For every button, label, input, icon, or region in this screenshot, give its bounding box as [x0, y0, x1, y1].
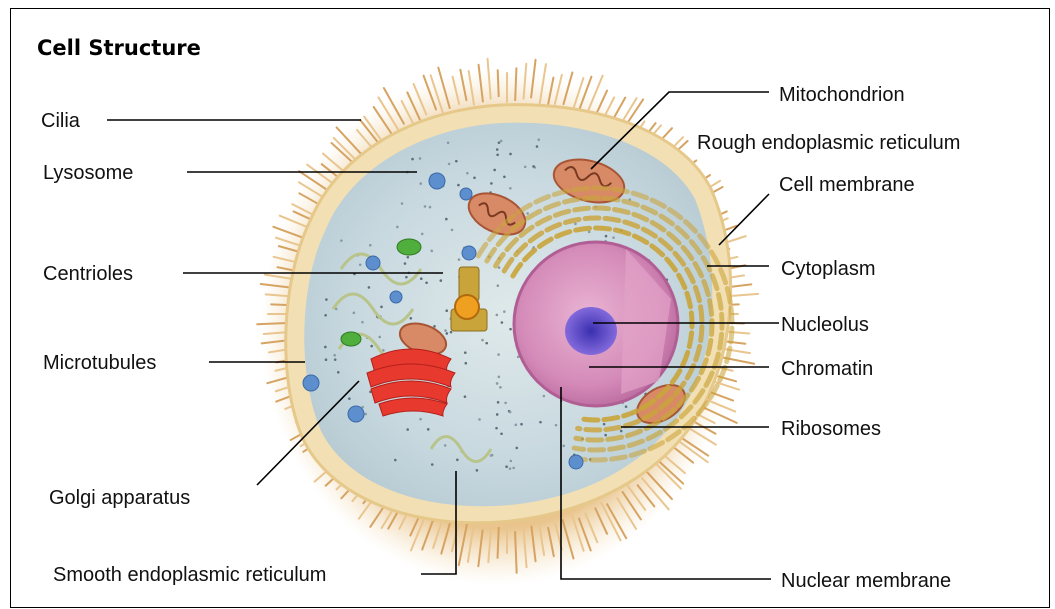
nucleus-shape [514, 242, 678, 406]
page-title: Cell Structure [37, 36, 201, 60]
label-mitochondrion: Mitochondrion [779, 84, 905, 106]
label-ribosomes: Ribosomes [781, 418, 881, 440]
label-golgi-apparatus: Golgi apparatus [49, 487, 190, 509]
label-centrioles: Centrioles [43, 263, 133, 285]
label-smooth-er: Smooth endoplasmic reticulum [53, 564, 326, 586]
nucleolus-shape [565, 307, 617, 355]
diagram-frame: Cell Structure [10, 8, 1050, 608]
cell-structure-diagram: Cell Structure [11, 9, 1051, 609]
label-nuclear-membrane: Nuclear membrane [781, 570, 951, 592]
label-chromatin: Chromatin [781, 358, 873, 380]
cell-illustration [257, 59, 758, 585]
label-cilia: Cilia [41, 110, 81, 132]
label-rough-er: Rough endoplasmic reticulum [697, 132, 960, 154]
label-cytoplasm: Cytoplasm [781, 258, 875, 280]
label-microtubules: Microtubules [43, 352, 156, 374]
label-lysosome: Lysosome [43, 162, 133, 184]
label-nucleolus: Nucleolus [781, 314, 869, 336]
golgi-shape [367, 349, 455, 416]
label-cell-membrane: Cell membrane [779, 174, 915, 196]
